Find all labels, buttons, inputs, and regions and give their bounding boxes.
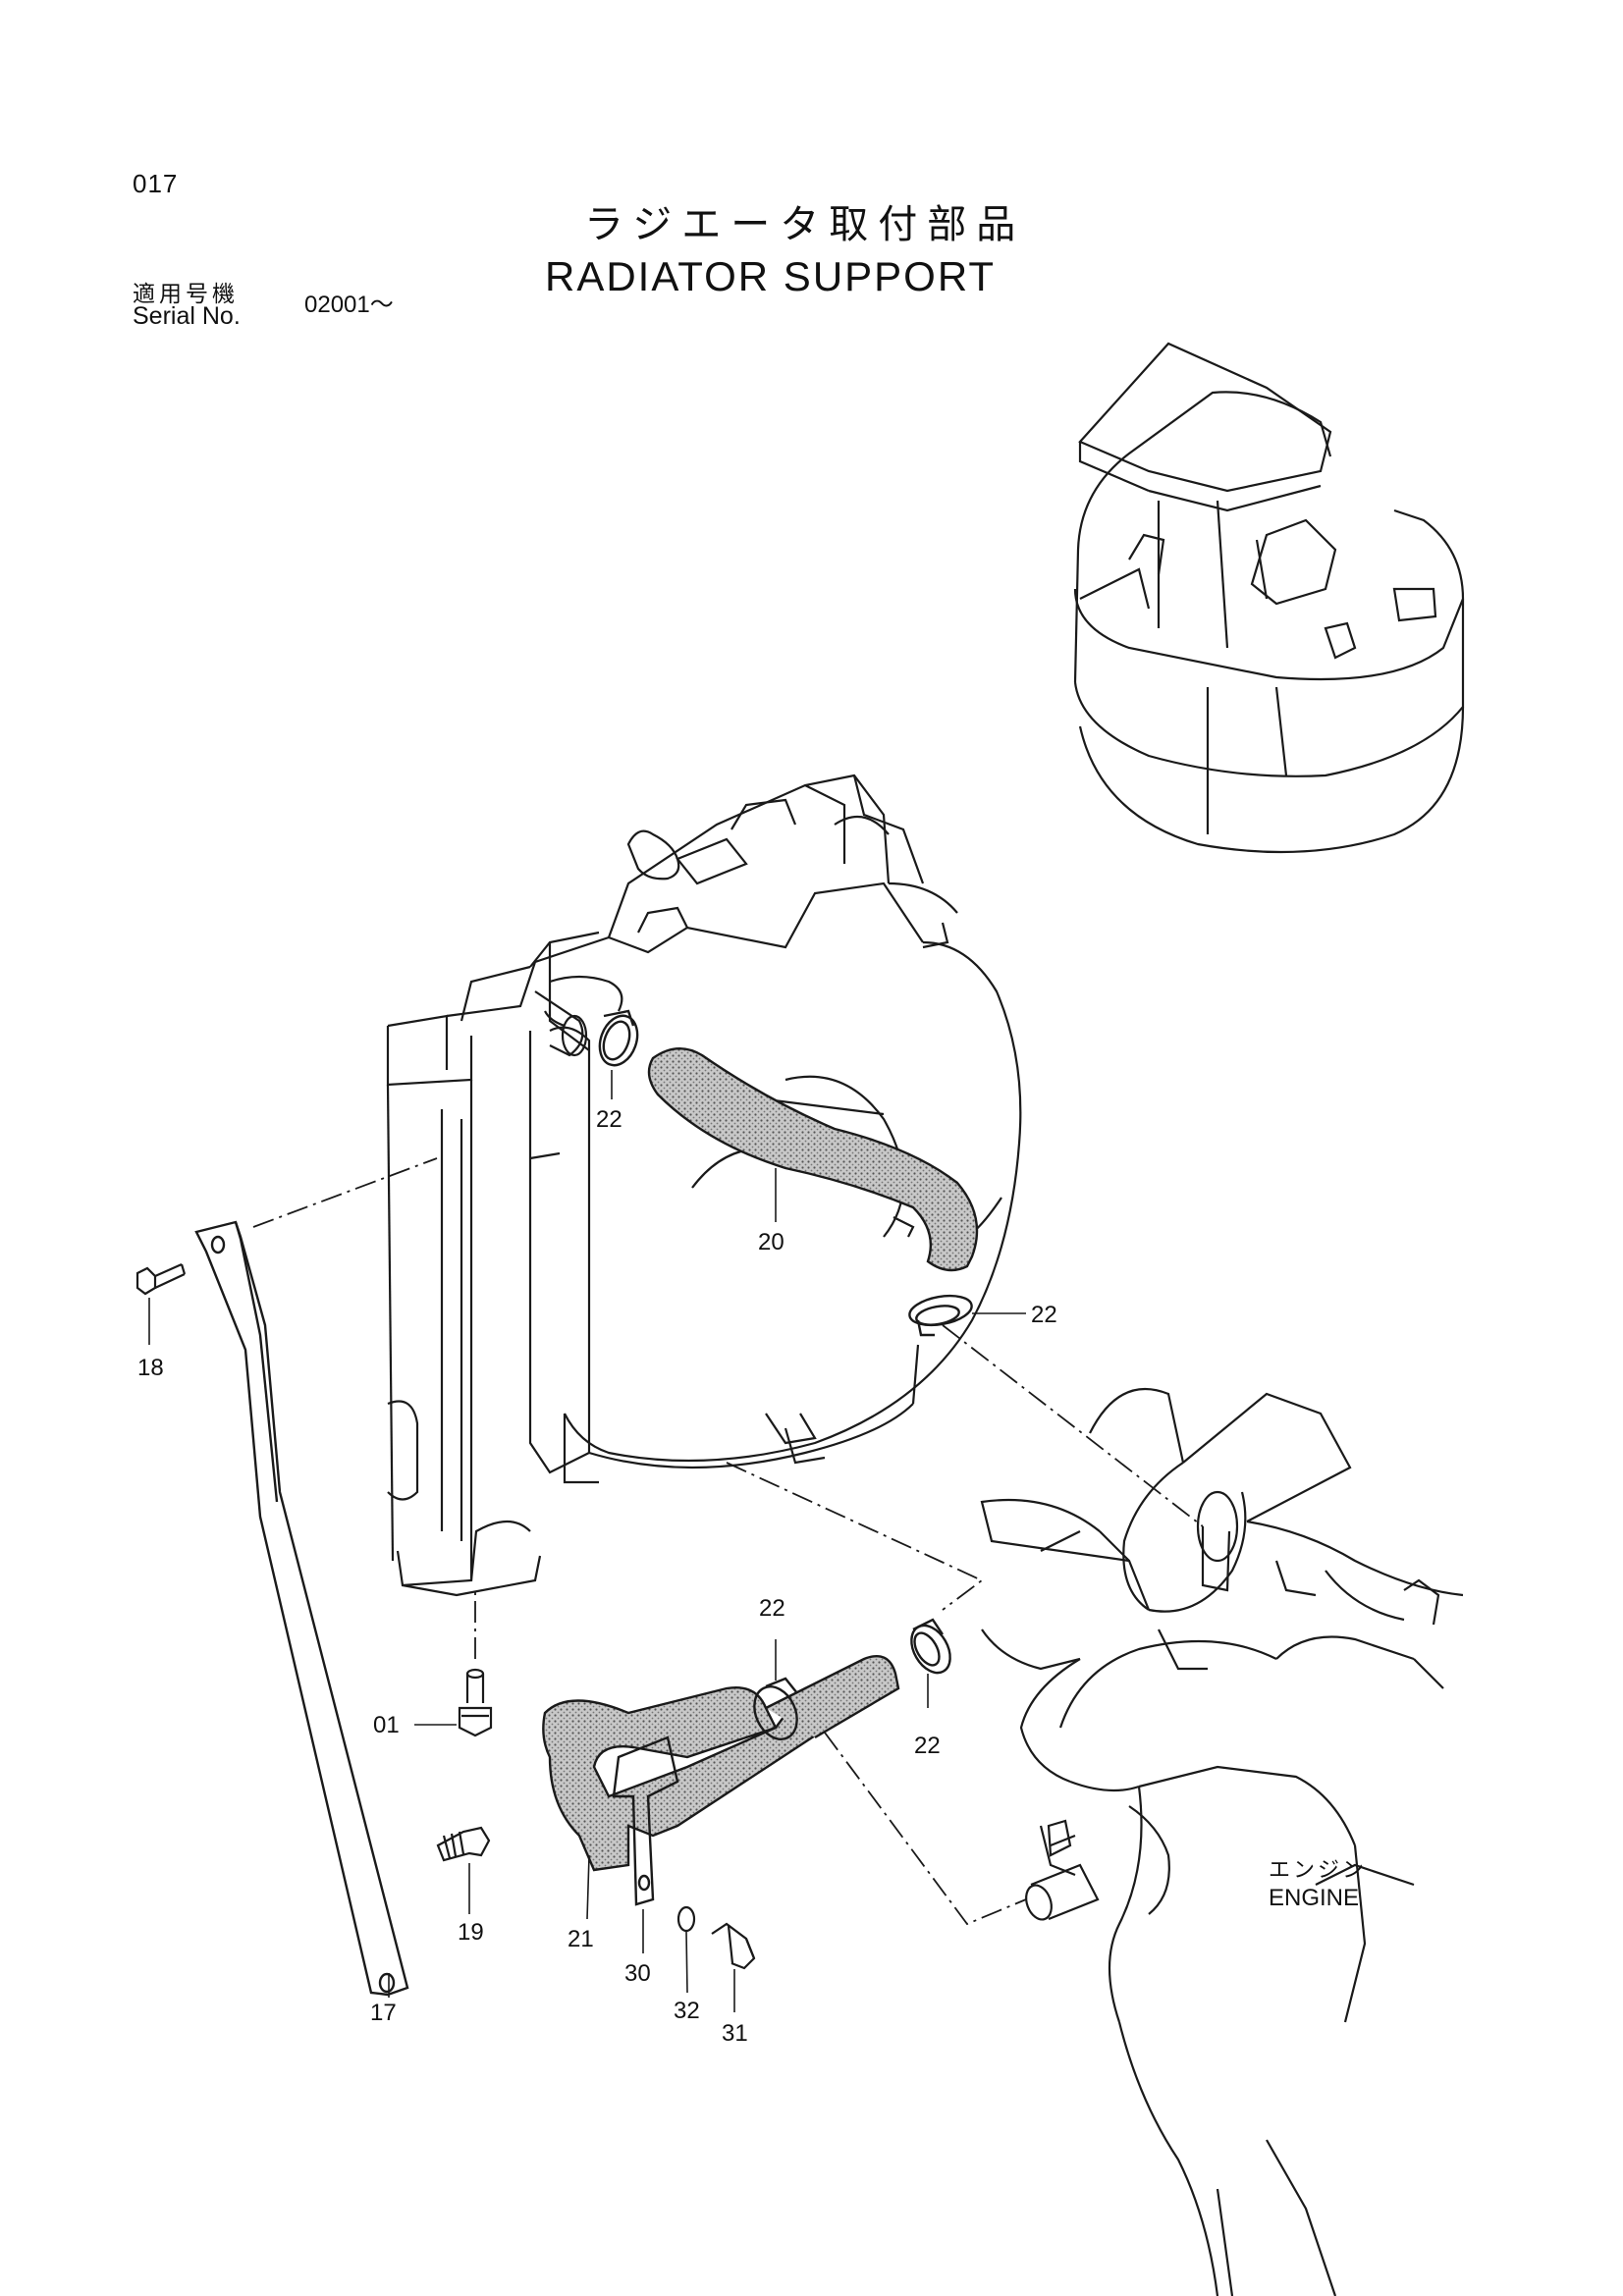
callout-22-upper-clamp: 22 [596, 1106, 622, 1133]
callout-31-bolt: 31 [722, 2020, 748, 2047]
bolt-18 [137, 1264, 185, 1294]
radiator-stay-bracket [196, 1222, 407, 1995]
serial-range: 02001～ [304, 292, 394, 318]
radiator-inlet-pipe [535, 991, 586, 1055]
page-number: 017 [133, 169, 179, 198]
engine-label-en: ENGINE [1269, 1885, 1360, 1911]
callout-20-upper-hose: 20 [758, 1229, 784, 1255]
radiator-core [388, 775, 1020, 1595]
callout-32-washer: 32 [674, 1998, 700, 2024]
bolt-31 [712, 1924, 754, 1968]
hose-clamp-lower-middle [746, 1679, 805, 1746]
callout-22-lower-middle-clamp: 22 [759, 1595, 785, 1622]
callout-01-bolt: 01 [373, 1712, 400, 1738]
washer-32 [678, 1907, 694, 1931]
bolt-19 [438, 1828, 489, 1860]
callout-leader-lines [149, 1070, 1026, 2012]
hose-clamp-right [907, 1292, 974, 1335]
engine-and-fan [982, 1389, 1463, 2296]
callout-30-bracket: 30 [624, 1960, 651, 1987]
callout-18-bolt: 18 [137, 1355, 164, 1381]
callout-17-stay: 17 [370, 2000, 397, 2026]
engine-water-pipe [1022, 1821, 1098, 1923]
callout-22-lower-right-clamp: 22 [914, 1733, 941, 1759]
machine-overview-inset [1075, 344, 1463, 852]
callout-19-bolt: 19 [458, 1919, 484, 1946]
callout-22-right-clamp: 22 [1031, 1302, 1057, 1328]
hose-bracket [614, 1737, 677, 1904]
bolt-01 [460, 1670, 491, 1735]
page-title-jp: ラジエータ取付部品 [584, 202, 1026, 247]
hose-clamp-lower-right [903, 1619, 957, 1680]
assembly-leader-lines [253, 1158, 1203, 1924]
callout-21-lower-hose: 21 [568, 1926, 594, 1952]
page-title-en: RADIATOR SUPPORT [545, 253, 997, 299]
serial-label-en: Serial No. [133, 302, 241, 330]
lower-hose-upper-branch [766, 1656, 898, 1737]
upper-radiator-hose [649, 1048, 977, 1270]
engine-label-jp: エンジン [1269, 1858, 1368, 1883]
serial-label-jp: 適用号機 [133, 282, 239, 307]
hose-clamp-upper [593, 1010, 644, 1070]
